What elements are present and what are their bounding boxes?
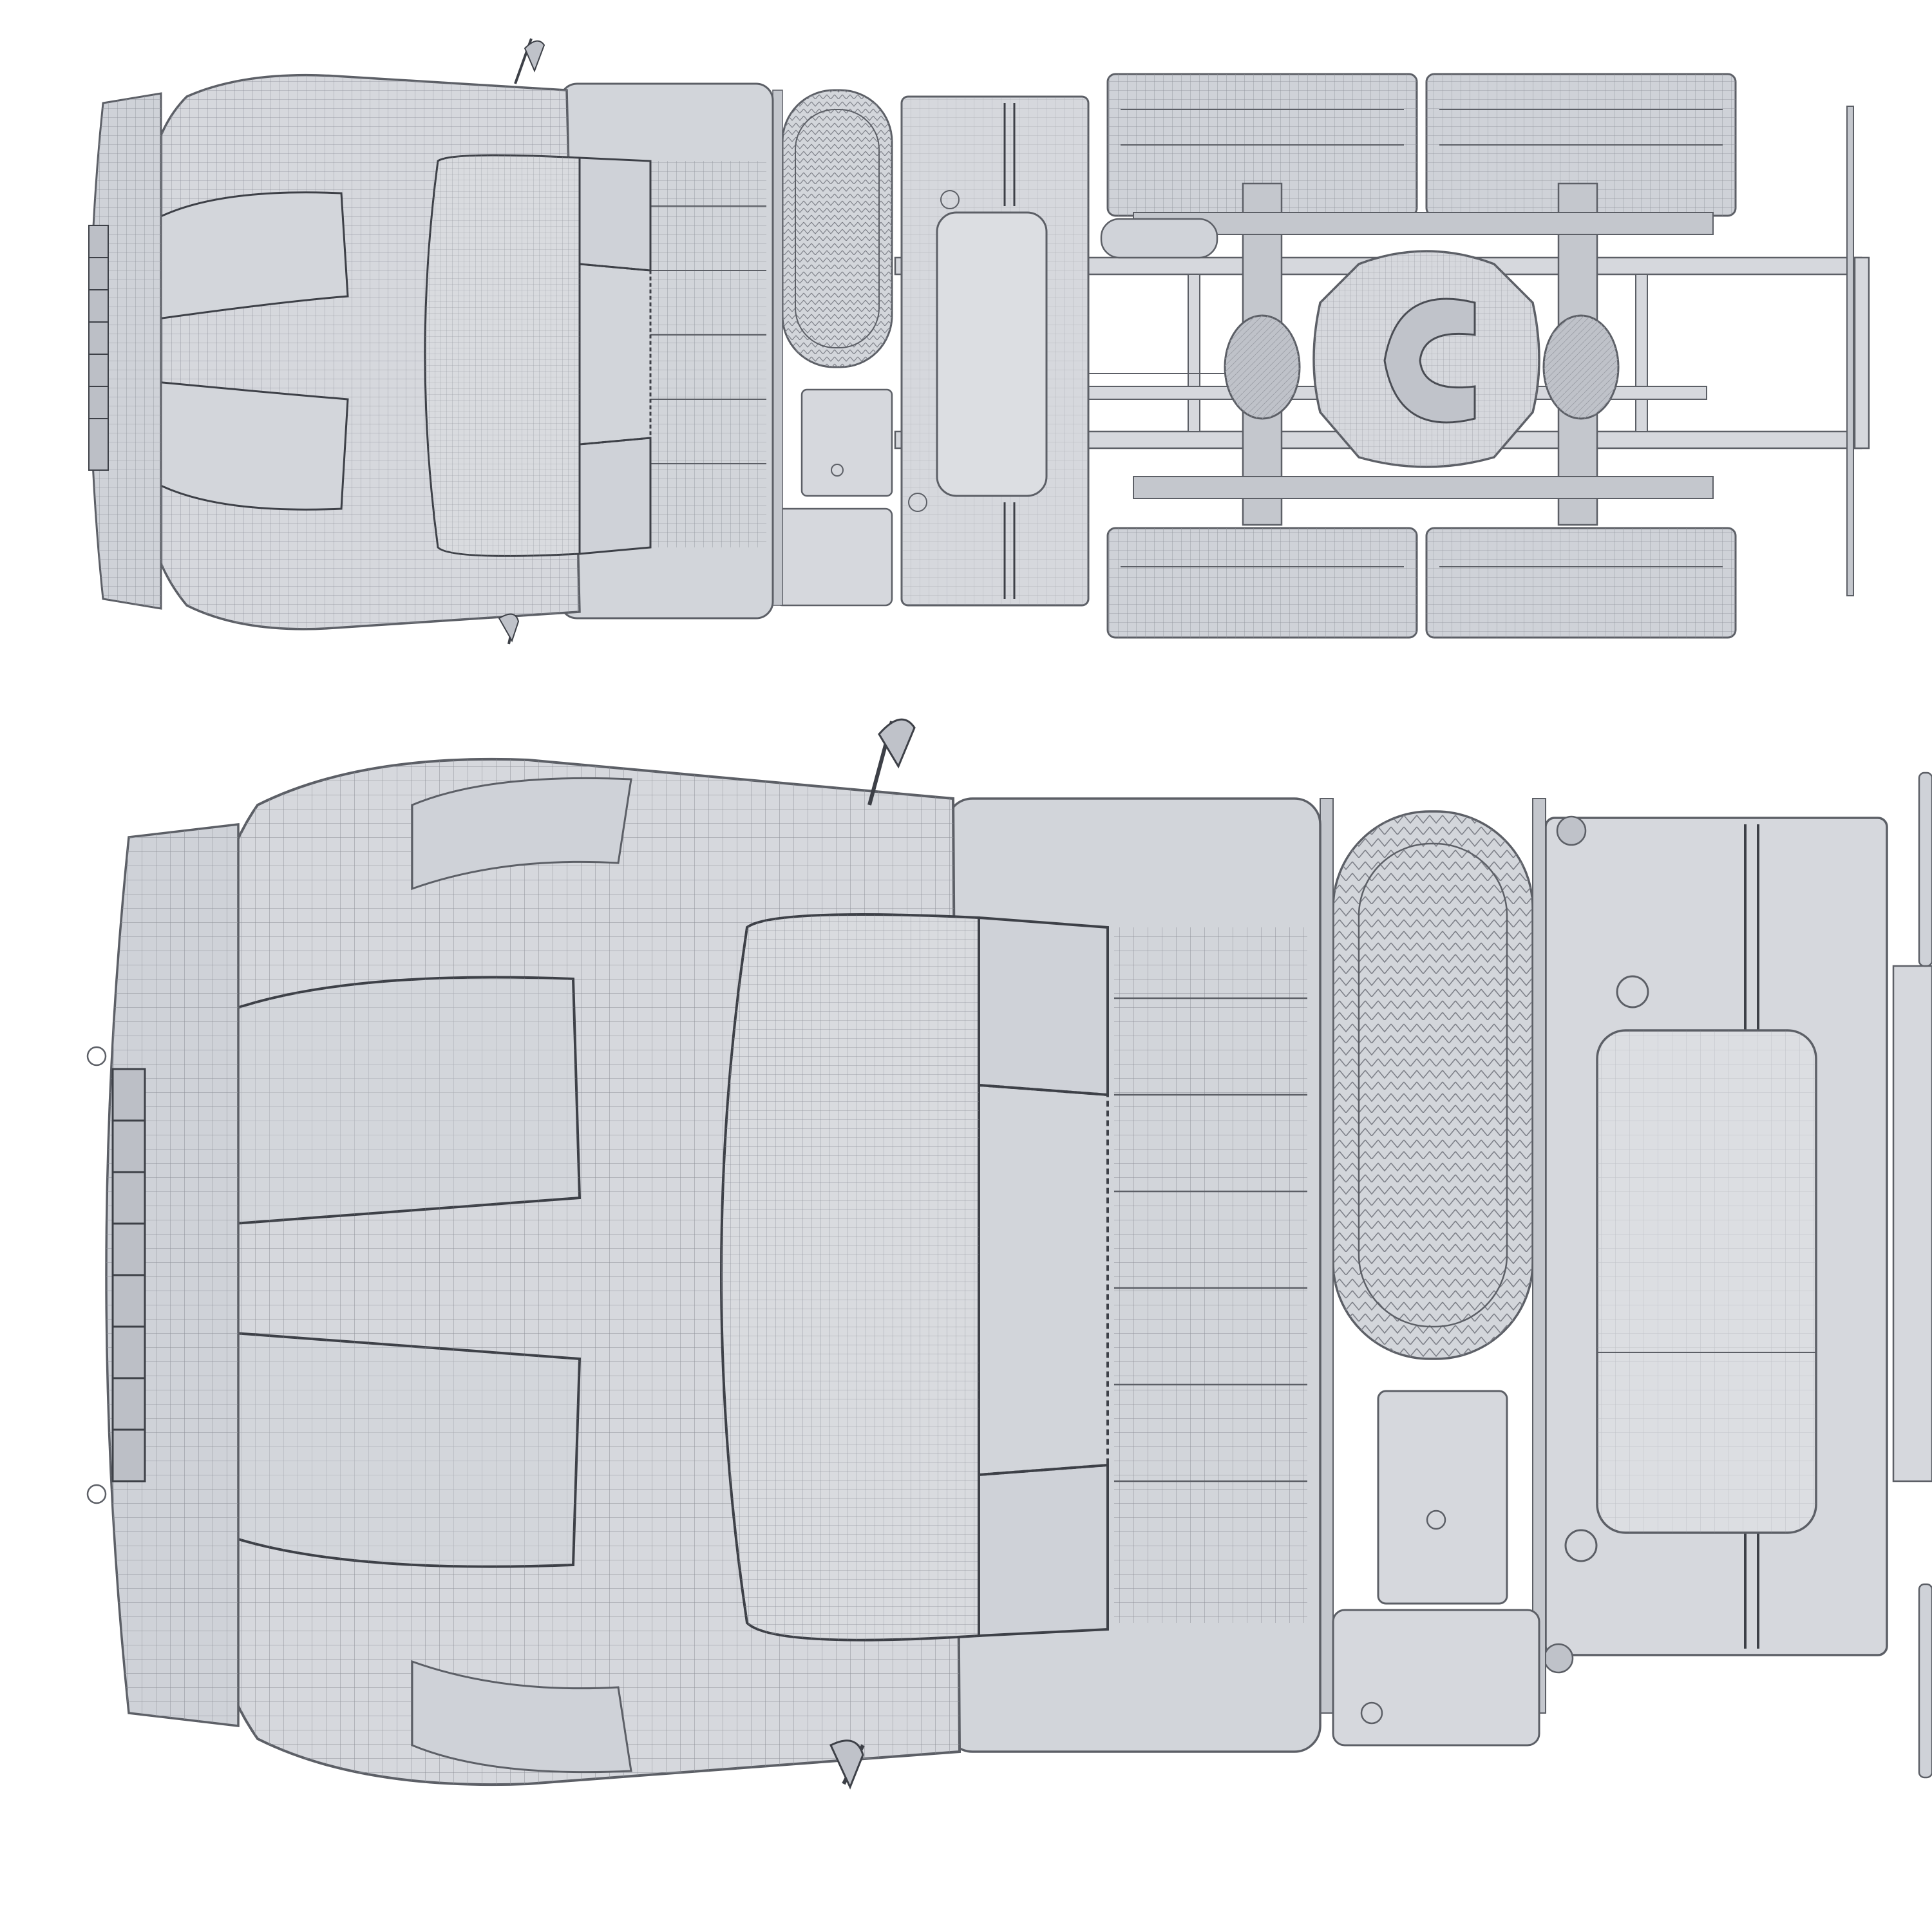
side-mirrors-closeup xyxy=(829,718,916,1790)
rear-wheels-bottom xyxy=(1106,527,1737,639)
front-bumper xyxy=(88,92,162,610)
cab-closeup-top-view xyxy=(0,696,1932,1790)
spare-tire xyxy=(781,89,893,368)
full-truck-top-view xyxy=(0,0,1932,657)
battery-box xyxy=(772,90,893,607)
spare-tire-closeup xyxy=(1320,798,1546,1714)
battery-closeup xyxy=(1332,1390,1540,1747)
front-bumper-closeup xyxy=(86,823,240,1727)
fifth-wheel xyxy=(1312,250,1540,468)
air-tank xyxy=(1100,218,1218,259)
side-mirrors xyxy=(498,38,545,645)
battery-box-closeup xyxy=(1596,772,1932,1779)
rear-wheels-top xyxy=(1106,73,1737,217)
fuel-tank xyxy=(900,95,1090,607)
cab-body-closeup xyxy=(147,757,1109,1786)
cab-body xyxy=(134,73,652,630)
